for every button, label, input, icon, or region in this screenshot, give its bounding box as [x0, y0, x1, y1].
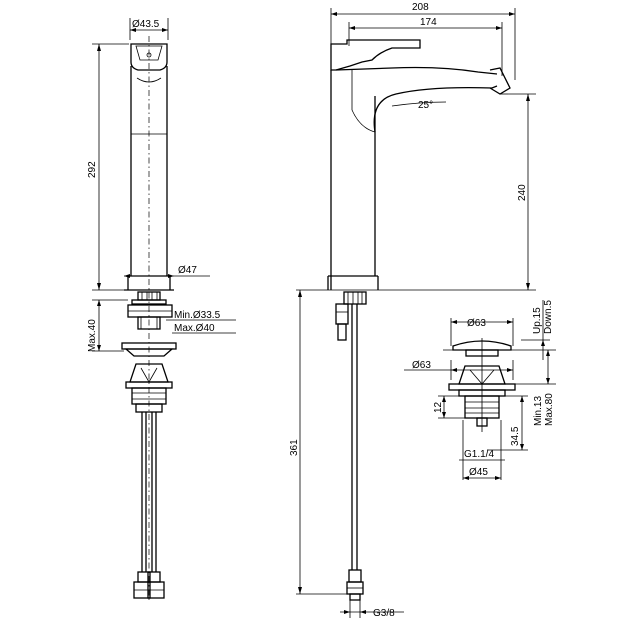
- dim-waste-thread: G1.1/4: [464, 449, 494, 460]
- dim-hose-length: 361: [289, 439, 300, 456]
- dim-total-projection: 208: [412, 2, 429, 13]
- dim-top-diameter: Ø43.5: [132, 19, 160, 30]
- dim-min13: Min.13: [533, 396, 544, 426]
- dim-34-5: 34.5: [510, 426, 521, 446]
- dim-inlet-thread: G3/8: [373, 608, 395, 619]
- dim-max-hole: Max.Ø40: [174, 323, 215, 334]
- dim-spout-height: 240: [517, 184, 528, 201]
- dim-down: Down.5: [543, 300, 554, 334]
- dim-base-diameter: Ø47: [178, 265, 197, 276]
- waste-detail: Ø63 Ø63 12 Up.15 Down.5: [404, 300, 556, 480]
- dim-waste-bottom-diameter: Ø45: [469, 467, 488, 478]
- dim-min-hole: Min.Ø33.5: [174, 310, 221, 321]
- dim-max40: Max.40: [87, 319, 98, 352]
- dim-max80: Max.80: [544, 393, 555, 426]
- dim-12: 12: [433, 401, 444, 413]
- front-view: Ø43.5 292 Ø47: [87, 18, 236, 600]
- dim-spout-angle: 25°: [418, 100, 433, 111]
- dim-body-height: 292: [87, 161, 98, 178]
- dim-waste-top-diameter: Ø63: [467, 318, 486, 329]
- side-view: 208 174 25° 240: [289, 2, 536, 619]
- dim-up: Up.15: [532, 307, 543, 334]
- dim-spout-reach: 174: [420, 17, 437, 28]
- dim-waste-diameter: Ø63: [412, 360, 431, 371]
